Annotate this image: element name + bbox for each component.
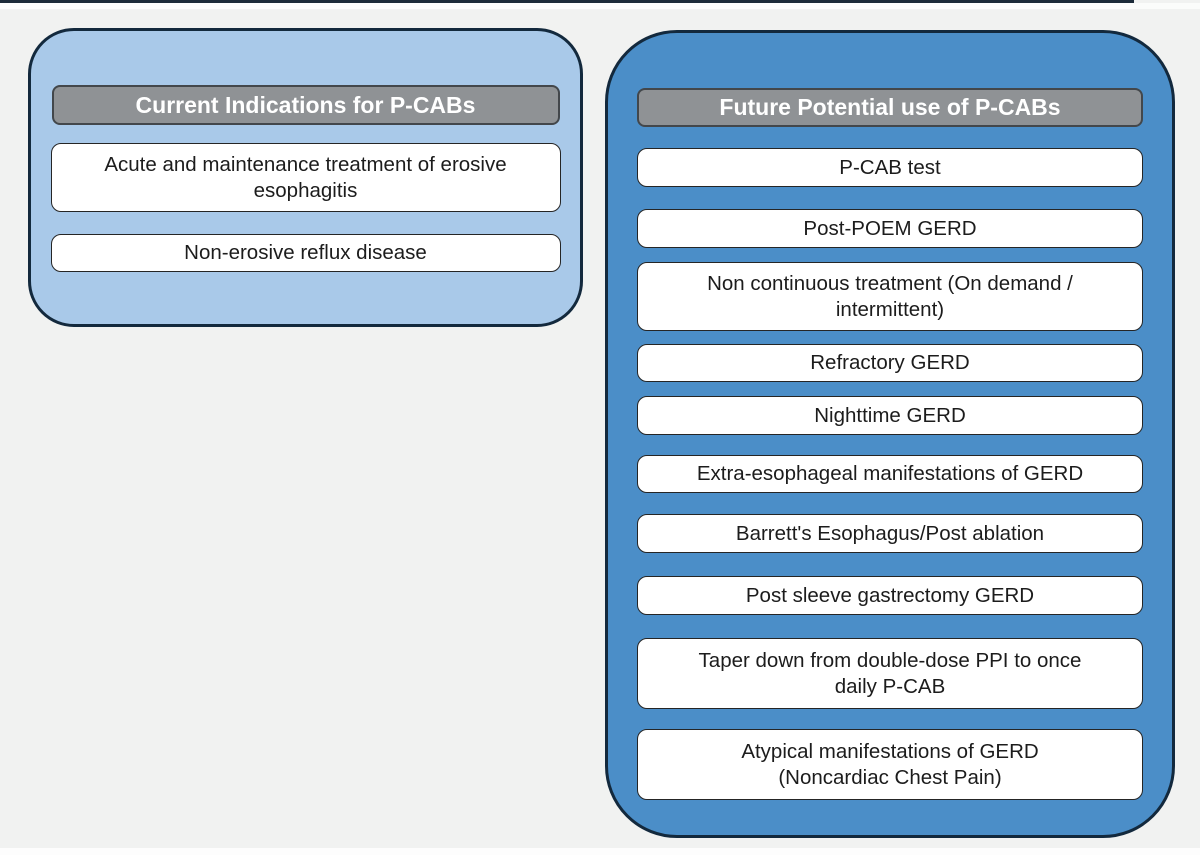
current-indications-panel: Current Indications for P-CABs Acute and… <box>28 28 583 327</box>
list-item: Extra-esophageal manifestations of GERD <box>637 455 1143 493</box>
future-potential-header: Future Potential use of P-CABs <box>637 88 1143 127</box>
bottom-light-band <box>0 848 1200 855</box>
list-item: Atypical manifestations of GERD (Noncard… <box>637 729 1143 800</box>
list-item: Non-erosive reflux disease <box>50 234 561 272</box>
current-indications-header: Current Indications for P-CABs <box>51 85 560 125</box>
top-border-line <box>0 0 1134 3</box>
list-item: Post-POEM GERD <box>637 209 1143 248</box>
list-item: Refractory GERD <box>637 344 1143 382</box>
list-item: Taper down from double-dose PPI to once … <box>637 638 1143 709</box>
list-item: Non continuous treatment (On demand / in… <box>637 262 1143 331</box>
future-potential-panel: Future Potential use of P-CABs P-CAB tes… <box>605 30 1175 838</box>
top-light-band <box>0 3 1200 9</box>
list-item: Post sleeve gastrectomy GERD <box>637 576 1143 615</box>
list-item: Acute and maintenance treatment of erosi… <box>50 143 561 212</box>
list-item: Nighttime GERD <box>637 396 1143 435</box>
list-item: P-CAB test <box>637 148 1143 187</box>
list-item: Barrett's Esophagus/Post ablation <box>637 514 1143 553</box>
